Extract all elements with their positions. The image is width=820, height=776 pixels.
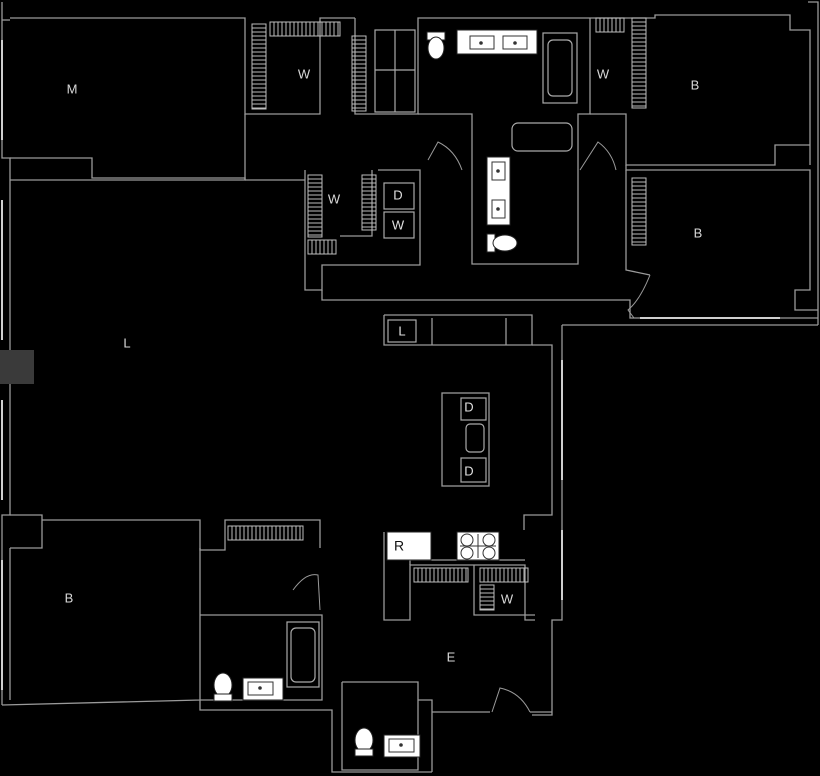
- closet-shelving: [227, 17, 647, 611]
- closet-label-hall: W: [328, 191, 341, 206]
- toilet-icon: [354, 727, 374, 757]
- fixtures: [213, 29, 578, 758]
- range-icon: [456, 531, 500, 561]
- room-label-master: M: [67, 81, 78, 96]
- dishwasher-top-label: D: [464, 399, 473, 414]
- washer-label: W: [392, 217, 405, 232]
- windows: [1, 40, 780, 690]
- dryer-label: D: [393, 187, 402, 202]
- shelf-strip: [479, 584, 495, 611]
- shelf-strip: [307, 239, 337, 255]
- shelf-strip: [361, 174, 377, 231]
- shelf-strip: [479, 567, 529, 583]
- room-label-bedroom-ne: B: [691, 77, 700, 92]
- linen-label: L: [398, 323, 405, 338]
- shelf-strip: [251, 23, 267, 110]
- shelf-strip: [307, 174, 323, 238]
- shelf-strip: [631, 17, 647, 109]
- refrigerator-label: R: [394, 538, 404, 554]
- doors: [292, 141, 651, 713]
- toilet-icon: [426, 31, 446, 60]
- toilet-icon: [213, 672, 233, 702]
- shelf-strip: [595, 17, 625, 33]
- shelf-strip: [413, 567, 469, 583]
- closet-label-entry: W: [501, 591, 514, 606]
- shelf-strip: [227, 525, 304, 541]
- shelf-strip: [269, 21, 341, 37]
- dishwasher-bottom-label: D: [464, 463, 473, 478]
- closet-label-master: W: [298, 66, 311, 81]
- fireplace: [0, 350, 34, 384]
- room-label-bedroom-sw: B: [65, 590, 74, 605]
- shelf-strip: [351, 35, 367, 112]
- refrigerator: [386, 531, 432, 561]
- room-label-living: L: [123, 335, 130, 350]
- toilet-icon: [486, 233, 518, 253]
- shelf-strip: [631, 177, 647, 246]
- room-label-bedroom-e: B: [694, 225, 703, 240]
- double-vanity-top: [456, 29, 538, 55]
- closet-label-ne: W: [597, 66, 610, 81]
- room-label-entry: E: [447, 649, 456, 664]
- center-vanity: [486, 156, 511, 226]
- room-labels: M L B B B E W W W W D W L R D D: [65, 66, 703, 664]
